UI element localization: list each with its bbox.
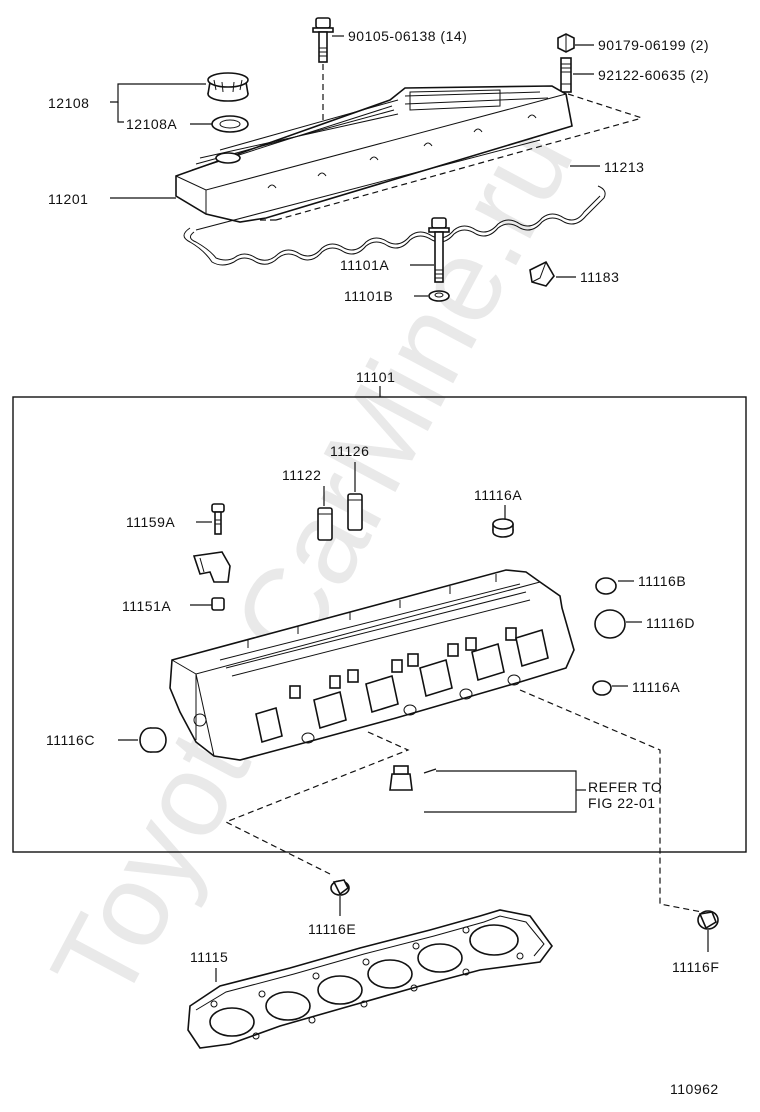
cover-bolt-icon xyxy=(312,17,334,63)
refer-to-label-line1: REFER TO xyxy=(588,779,662,795)
label-11151A: 11151A xyxy=(122,598,171,614)
label-11213: 11213 xyxy=(604,159,644,175)
plug-refer-icon xyxy=(389,765,413,791)
label-92122-60635: 92122-60635 (2) xyxy=(598,67,709,83)
label-11101-assy: 11101 xyxy=(356,369,395,385)
pin-refer-icon xyxy=(423,768,437,774)
stud-icon xyxy=(560,57,572,93)
oil-filler-cap-icon xyxy=(207,72,249,102)
cover-gasket-icon xyxy=(183,139,606,266)
label-11122: 11122 xyxy=(282,467,321,483)
figure-number: 110962 xyxy=(670,1081,719,1097)
label-11116C: 11116C xyxy=(46,732,95,748)
label-11159A: 11159A xyxy=(126,514,175,530)
label-11116A-right: 11116A xyxy=(632,679,680,695)
valve-guide-11122-icon xyxy=(317,507,333,541)
label-90179-06199: 90179-06199 (2) xyxy=(598,37,709,53)
cylinder-head-icon xyxy=(169,569,575,761)
plug-11116E-icon xyxy=(330,879,350,896)
plug-11116B-icon xyxy=(595,577,617,595)
label-11183: 11183 xyxy=(580,269,619,285)
stud-nut-icon xyxy=(557,33,575,53)
head-assy-box xyxy=(12,396,747,853)
label-12108A: 12108A xyxy=(126,116,177,132)
label-12108: 12108 xyxy=(48,95,89,111)
cylinder-head-cover-icon xyxy=(175,85,573,223)
plug-11116A-right-icon xyxy=(592,680,612,696)
label-11116F: 11116F xyxy=(672,959,719,975)
plug-11116F-icon xyxy=(697,910,719,930)
bolt-11159A-icon xyxy=(211,503,225,535)
refer-to-label-line2: FIG 22-01 xyxy=(588,795,656,811)
label-11201: 11201 xyxy=(48,191,88,207)
label-90105-06138: 90105-06138 (14) xyxy=(348,28,467,44)
label-11116A-top: 11116A xyxy=(474,487,522,503)
head-gasket-icon xyxy=(187,909,553,1049)
plug-11116C-icon xyxy=(139,727,167,753)
label-11115: 11115 xyxy=(190,949,228,965)
cap-gasket-icon xyxy=(211,115,249,133)
label-11101B: 11101B xyxy=(344,288,393,304)
label-11116D: 11116D xyxy=(646,615,695,631)
label-11126: 11126 xyxy=(330,443,369,459)
label-11116E: 11116E xyxy=(308,921,356,937)
head-bolt-icon xyxy=(428,217,450,283)
plug-11116D-icon xyxy=(594,609,626,639)
bushing-11151A-icon xyxy=(211,597,225,611)
label-11101A: 11101A xyxy=(340,257,389,273)
bracket-icon xyxy=(192,551,231,583)
label-11116B: 11116B xyxy=(638,573,686,589)
semicircular-plug-icon xyxy=(529,260,555,287)
head-washer-icon xyxy=(428,290,450,302)
watermark: Toyota-CarMine.ru xyxy=(26,103,598,1022)
valve-guide-11126-icon xyxy=(347,493,363,531)
plug-11116A-top-icon xyxy=(492,518,514,538)
